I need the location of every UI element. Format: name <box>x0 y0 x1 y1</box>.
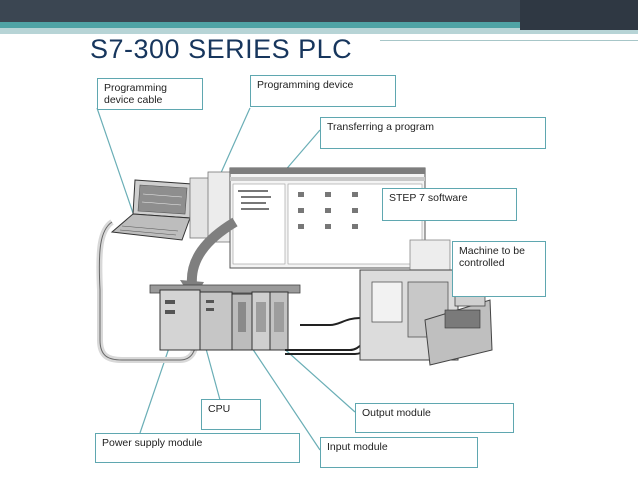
label-output-module: Output module <box>355 403 514 433</box>
label-transferring-program: Transferring a program <box>320 117 546 149</box>
label-cpu: CPU <box>201 399 261 430</box>
label-programming-device: Programming device <box>250 75 396 107</box>
label-power-supply-module: Power supply module <box>95 433 300 463</box>
slide-header-accent-light <box>0 28 638 34</box>
label-input-module: Input module <box>320 437 478 468</box>
slide-header-accent <box>0 22 638 28</box>
label-step7-software: STEP 7 software <box>382 188 517 221</box>
slide-header-corner <box>520 0 638 30</box>
slide-title: S7-300 SERIES PLC <box>90 34 353 64</box>
label-programming-device-cable: Programming device cable <box>97 78 203 110</box>
title-rule <box>380 40 638 41</box>
plc-rack-icon <box>149 284 301 351</box>
laptop-icon <box>110 179 193 241</box>
transfer-arrow <box>186 217 238 286</box>
label-machine: Machine to be controlled <box>452 241 546 297</box>
slide-header-bar <box>0 0 638 22</box>
machine-icon <box>359 269 493 366</box>
